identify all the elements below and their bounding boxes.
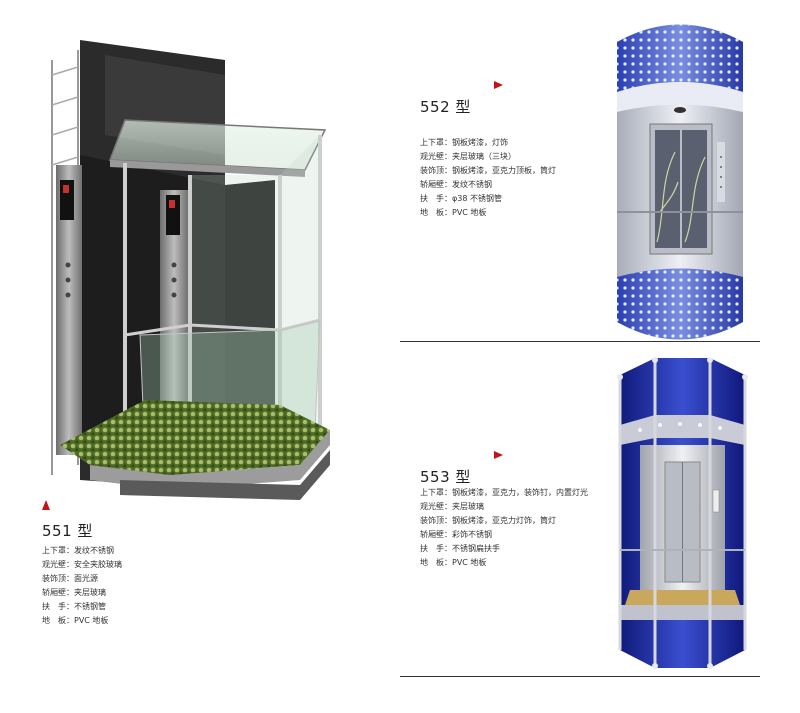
model-552-specs: 上下罩：钢板烤漆，灯饰 观光壁：夹层玻璃（三块） 装饰顶：钢板烤漆，亚克力顶板，… — [420, 136, 556, 220]
spec-key: 观光壁： — [420, 152, 452, 161]
spec-key: 上下罩： — [420, 488, 452, 497]
spec-value: 发纹不锈钢 — [452, 180, 492, 189]
spec-value: PVC 地板 — [452, 208, 487, 217]
spec-key: 扶 手： — [42, 602, 74, 611]
spec-row: 扶 手：φ38 不锈钢管 — [420, 192, 556, 206]
spec-key: 观光壁： — [420, 502, 452, 511]
model-551-specs: 上下罩：发纹不锈钢 观光壁：安全夹胶玻璃 装饰顶：面光源 轿厢壁：夹层玻璃 扶 … — [42, 544, 122, 628]
spec-key: 地 板： — [420, 208, 452, 217]
spec-value: 安全夹胶玻璃 — [74, 560, 122, 569]
spec-value: 钢板烤漆，亚克力灯饰，筒灯 — [452, 516, 556, 525]
spec-value: PVC 地板 — [452, 558, 487, 567]
spec-value: φ38 不锈钢管 — [452, 194, 502, 203]
spec-row: 地 板：PVC 地板 — [420, 556, 588, 570]
spec-value: 不锈钢管 — [74, 602, 106, 611]
spec-row: 上下罩：钢板烤漆，亚克力，装饰钉，内置灯光 — [420, 486, 588, 500]
spec-row: 地 板：PVC 地板 — [42, 614, 122, 628]
elevator-552-illustration — [617, 24, 743, 340]
spec-value: 面光源 — [74, 574, 98, 583]
spec-row: 轿厢壁：彩饰不锈钢 — [420, 528, 588, 542]
spec-key: 轿厢壁： — [420, 180, 452, 189]
spec-row: 装饰顶：钢板烤漆，亚克力顶板，筒灯 — [420, 164, 556, 178]
spec-value: 夹层玻璃（三块） — [452, 152, 516, 161]
spec-value: PVC 地板 — [74, 616, 109, 625]
model-551-title: 551 型 — [42, 522, 93, 540]
model-552-title: 552 型 — [420, 98, 471, 116]
spec-row: 轿厢壁：夹层玻璃 — [42, 586, 122, 600]
spec-key: 轿厢壁： — [420, 530, 452, 539]
model-553-title: 553 型 — [420, 468, 471, 486]
spec-row: 上下罩：发纹不锈钢 — [42, 544, 122, 558]
spec-row: 地 板：PVC 地板 — [420, 206, 556, 220]
spec-key: 观光壁： — [42, 560, 74, 569]
spec-key: 装饰顶： — [420, 166, 452, 175]
spec-key: 地 板： — [42, 616, 74, 625]
spec-value: 彩饰不锈钢 — [452, 530, 492, 539]
arrow-right-icon — [494, 81, 503, 89]
arrow-right-icon — [494, 451, 503, 459]
spec-row: 装饰顶：面光源 — [42, 572, 122, 586]
spec-value: 钢板烤漆，灯饰 — [452, 138, 508, 147]
spec-key: 扶 手： — [420, 544, 452, 553]
divider-line — [400, 676, 760, 677]
spec-row: 观光壁：安全夹胶玻璃 — [42, 558, 122, 572]
spec-value: 钢板烤漆，亚克力顶板，筒灯 — [452, 166, 556, 175]
arrow-up-icon — [42, 500, 50, 510]
spec-row: 观光壁：夹层玻璃（三块） — [420, 150, 556, 164]
spec-key: 轿厢壁： — [42, 588, 74, 597]
spec-row: 扶 手：不锈钢扁扶手 — [420, 542, 588, 556]
spec-key: 装饰顶： — [420, 516, 452, 525]
spec-row: 上下罩：钢板烤漆，灯饰 — [420, 136, 556, 150]
elevator-551-illustration — [51, 40, 330, 500]
divider-line — [400, 341, 760, 342]
spec-key: 上下罩： — [420, 138, 452, 147]
spec-row: 装饰顶：钢板烤漆，亚克力灯饰，筒灯 — [420, 514, 588, 528]
spec-key: 上下罩： — [42, 546, 74, 555]
spec-key: 装饰顶： — [42, 574, 74, 583]
spec-value: 夹层玻璃 — [74, 588, 106, 597]
elevator-553-illustration — [617, 357, 748, 669]
spec-row: 观光壁：夹层玻璃 — [420, 500, 588, 514]
spec-value: 夹层玻璃 — [452, 502, 484, 511]
spec-row: 扶 手：不锈钢管 — [42, 600, 122, 614]
spec-value: 钢板烤漆，亚克力，装饰钉，内置灯光 — [452, 488, 588, 497]
spec-row: 轿厢壁：发纹不锈钢 — [420, 178, 556, 192]
spec-value: 发纹不锈钢 — [74, 546, 114, 555]
spec-value: 不锈钢扁扶手 — [452, 544, 500, 553]
spec-key: 扶 手： — [420, 194, 452, 203]
spec-key: 地 板： — [420, 558, 452, 567]
model-553-specs: 上下罩：钢板烤漆，亚克力，装饰钉，内置灯光 观光壁：夹层玻璃 装饰顶：钢板烤漆，… — [420, 486, 588, 570]
